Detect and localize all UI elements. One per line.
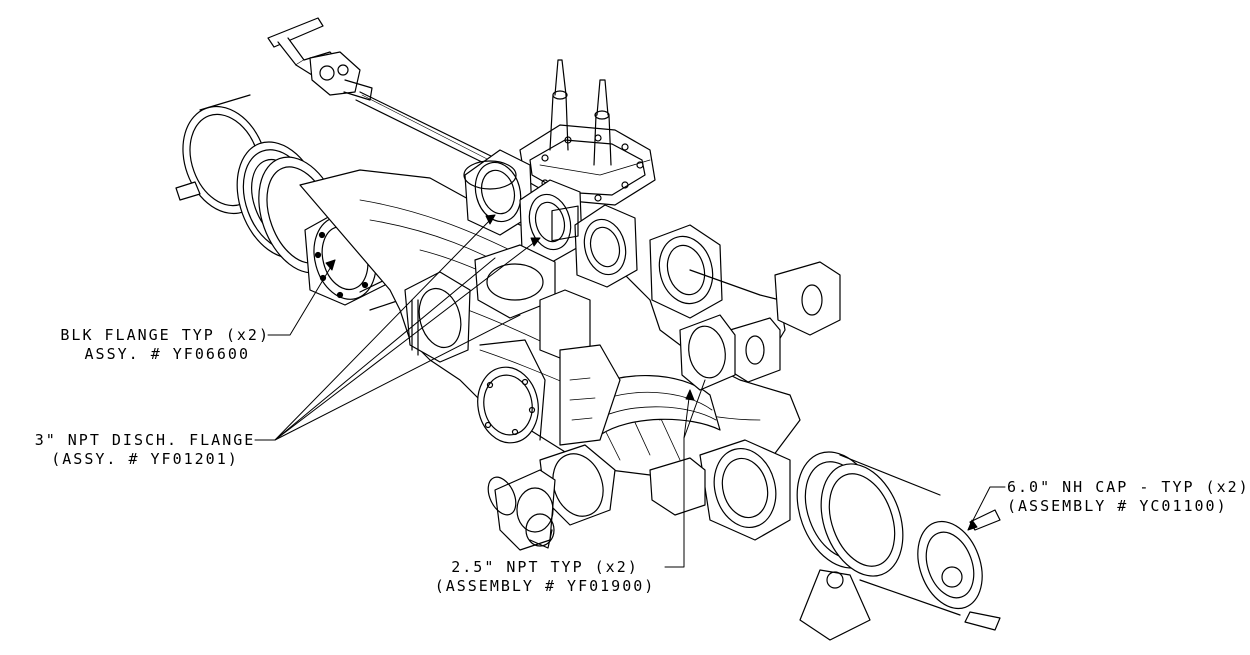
callout-blk-flange: BLK FLANGE TYP (x2) ASSY. # YF06600: [20, 326, 270, 364]
callout-nh-cap: 6.0" NH CAP - TYP (x2) (ASSEMBLY # YC011…: [1007, 478, 1250, 516]
callout-disch-flange: 3" NPT DISCH. FLANGE (ASSY. # YF01201): [25, 431, 265, 469]
callout-npt: 2.5" NPT TYP (x2) (ASSEMBLY # YF01900): [425, 558, 665, 596]
nh-cap-title: 6.0" NH CAP - TYP (x2): [1007, 478, 1250, 496]
blk-flange-assy: ASSY. # YF06600: [84, 345, 250, 363]
valve-rod-assembly: [267, 17, 496, 167]
right-side-ports: [649, 224, 841, 391]
right-outlet-assembly: [649, 439, 1001, 641]
leader-disch-4: [274, 314, 521, 441]
leader-nh-cap: [967, 486, 1006, 531]
leader-npt-2: [683, 379, 706, 439]
nh-cap-assy: (ASSEMBLY # YC01100): [1007, 497, 1228, 515]
blk-flange-title: BLK FLANGE TYP (x2): [60, 326, 270, 344]
pto-yoke: [487, 444, 616, 551]
leader-npt: [664, 389, 691, 568]
lower-round-cover: [477, 339, 621, 446]
leader-disch-1: [274, 214, 496, 441]
leader-blk-flange: [267, 259, 336, 336]
leader-disch-3: [274, 257, 496, 441]
discharge-flanges: [463, 149, 638, 361]
top-cover-plate: [519, 59, 656, 206]
left-lower-flange: [404, 271, 471, 363]
npt-title: 2.5" NPT TYP (x2): [451, 558, 639, 576]
leader-lines: [254, 214, 1006, 568]
npt-assy: (ASSEMBLY # YF01900): [434, 577, 656, 595]
arrowhead-blk-flange: [325, 259, 336, 271]
leader-disch-2: [274, 237, 541, 441]
disch-flange-assy: (ASSY. # YF01201): [51, 450, 239, 468]
disch-flange-title: 3" NPT DISCH. FLANGE: [34, 431, 256, 449]
